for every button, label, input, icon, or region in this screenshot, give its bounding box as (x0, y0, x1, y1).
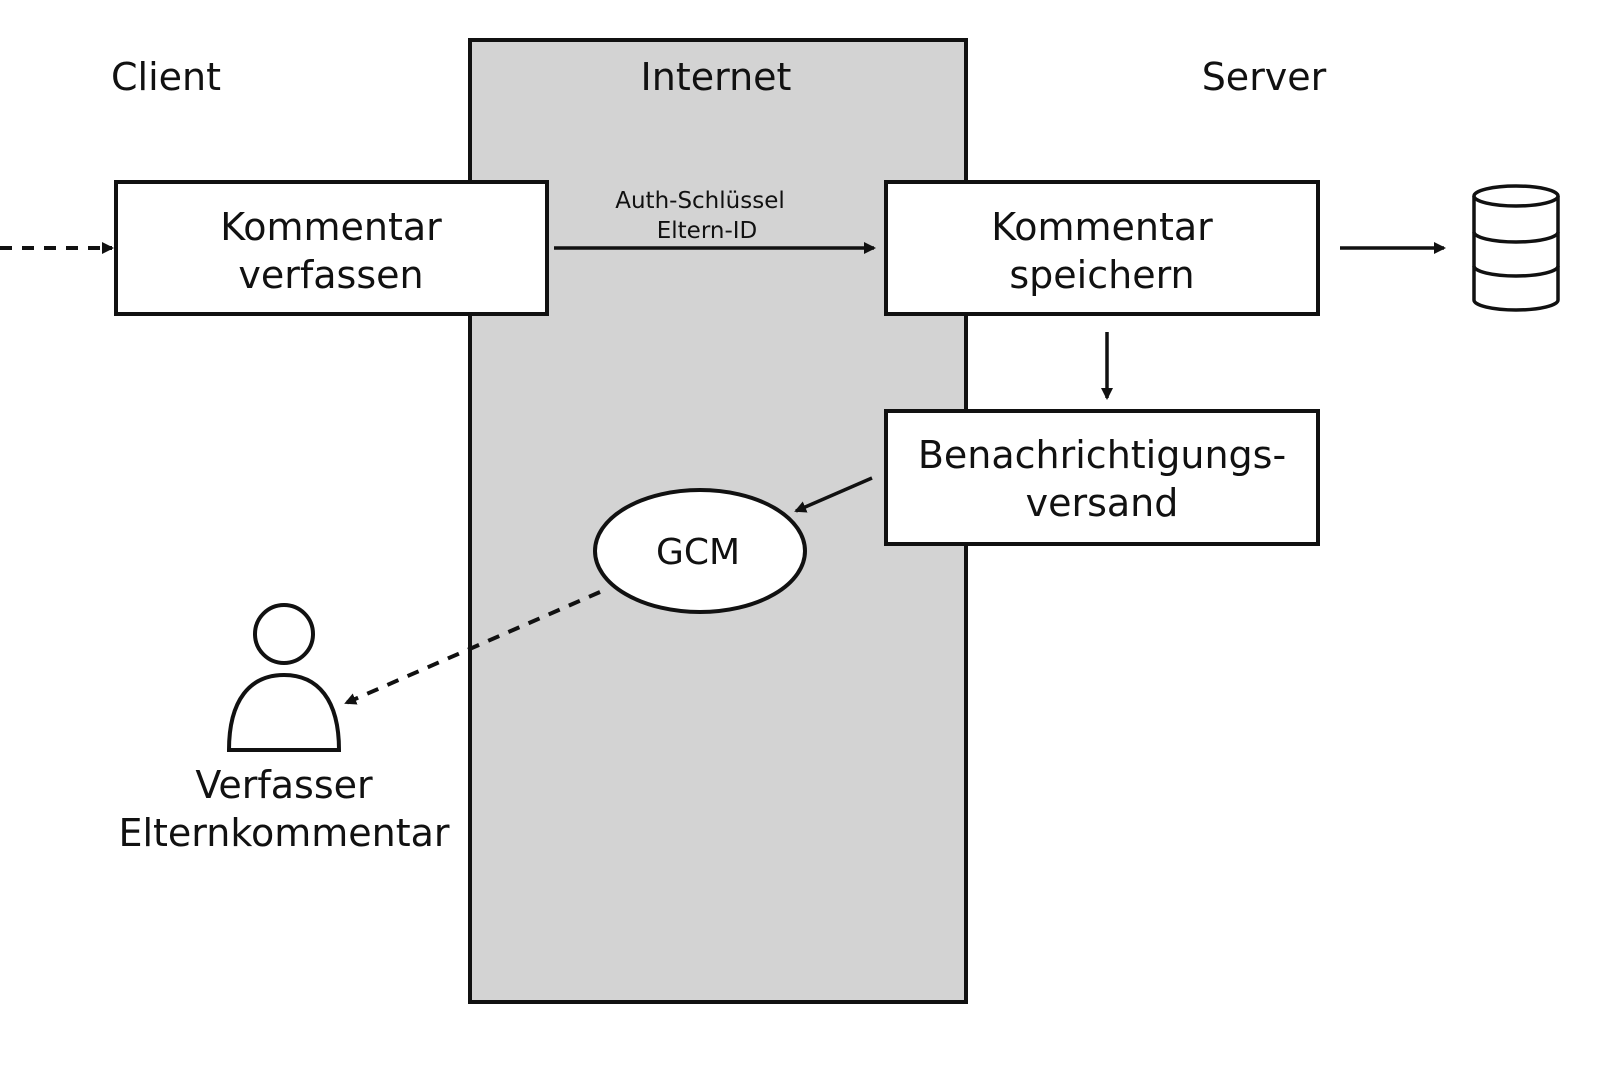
compose-comment-line-2: verfassen (238, 253, 423, 297)
compose-comment-box: Kommentar verfassen (114, 180, 549, 316)
save-comment-box: Kommentar speichern (884, 180, 1320, 316)
auth-key-label: Auth-Schlüssel (615, 188, 785, 214)
author-label-line-1: Verfasser (195, 763, 373, 807)
gcm-label: GCM (656, 532, 740, 573)
internet-zone-label: Internet (641, 55, 792, 99)
author-label-line-2: Elternkommentar (118, 811, 449, 855)
notification-line-1: Benachrichtigungs- (918, 433, 1286, 477)
gcm-to-author-dashed-arrow (344, 590, 601, 705)
notification-line-2: versand (1026, 481, 1179, 525)
compose-comment-line-1: Kommentar (220, 205, 442, 249)
client-zone-label: Client (111, 55, 221, 99)
server-zone-label: Server (1202, 55, 1327, 99)
parent-id-label: Eltern-ID (657, 218, 758, 244)
notification-dispatch-box: Benachrichtigungs- versand (884, 409, 1320, 546)
save-comment-line-1: Kommentar (991, 205, 1213, 249)
notification-to-gcm-arrow (794, 476, 873, 513)
save-comment-line-2: speichern (1009, 253, 1194, 297)
gcm-node: GCM (593, 488, 807, 614)
database-icon (1472, 184, 1560, 312)
person-icon (226, 603, 342, 752)
